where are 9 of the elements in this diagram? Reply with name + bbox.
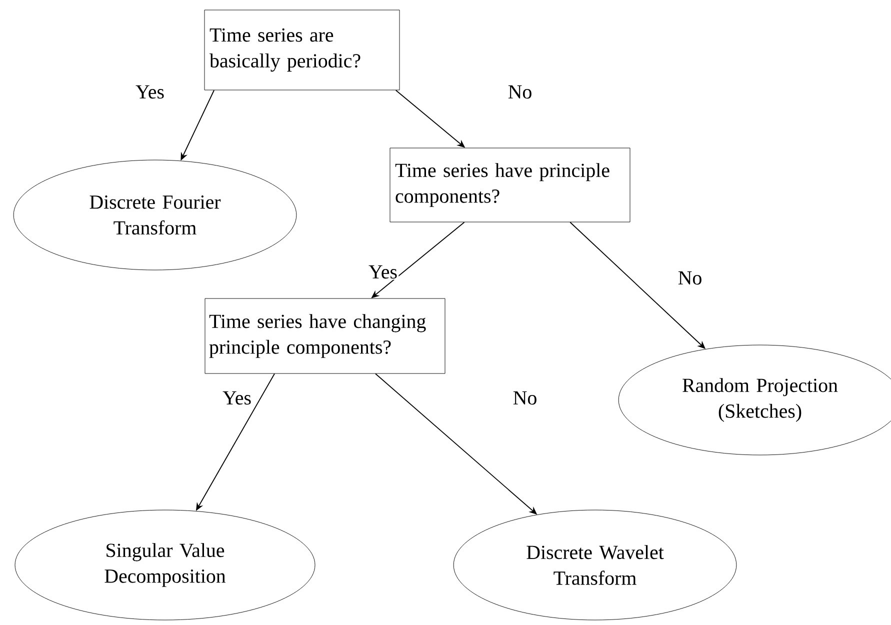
edge-label: No	[512, 390, 538, 406]
edge-label: No	[506, 84, 534, 100]
decision-box: Time series are basically periodic?	[204, 10, 400, 90]
edge-label: Yes	[221, 390, 253, 406]
decision-box: Time series have changing principle components?	[204, 298, 446, 374]
decision-box: Time series have principle components?	[390, 148, 630, 222]
edge-label: Yes	[367, 264, 399, 280]
edge-label: Yes	[134, 84, 166, 100]
edge-label: No	[676, 270, 704, 286]
